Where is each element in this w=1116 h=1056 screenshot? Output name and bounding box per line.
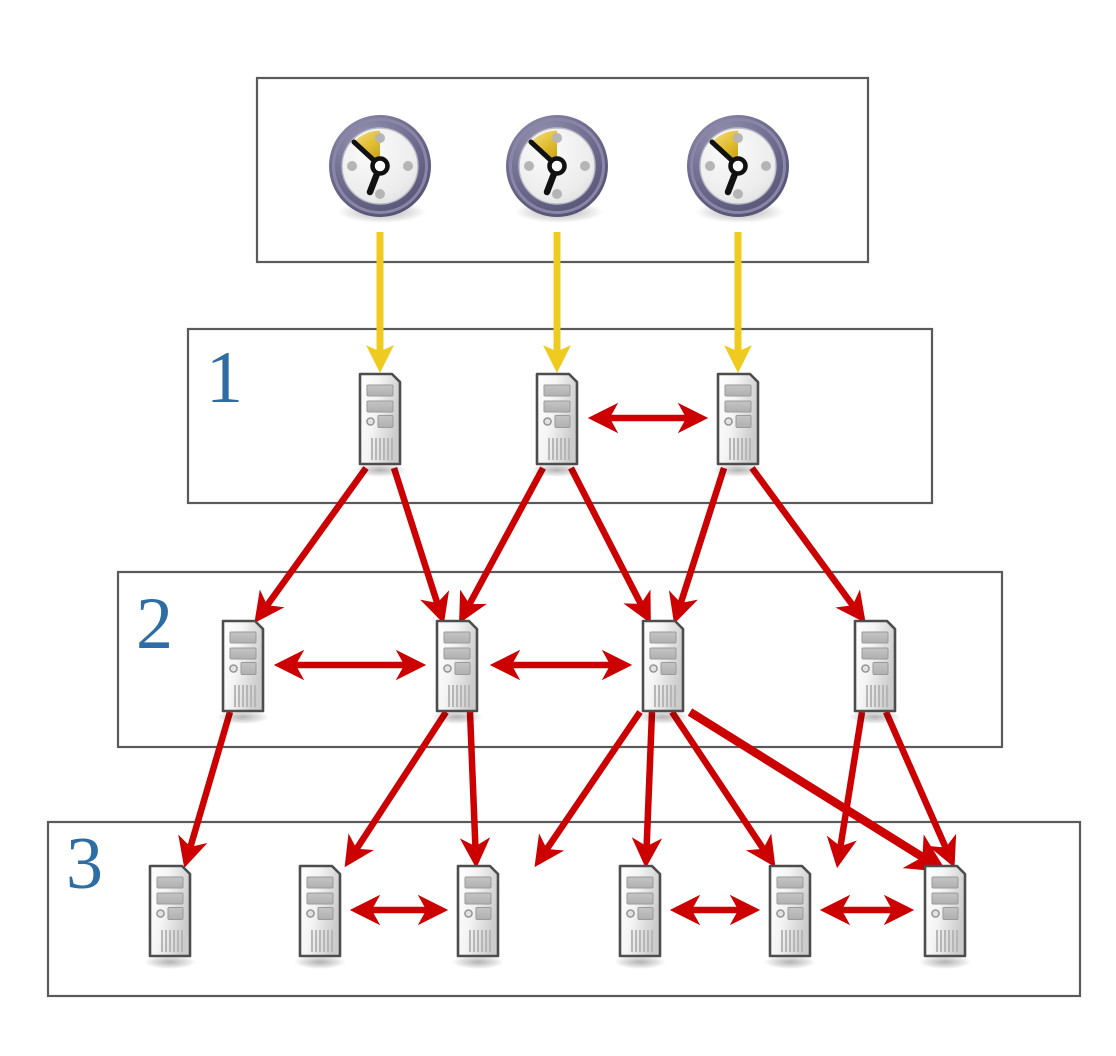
server-icon-s3-1[interactable] — [142, 864, 198, 971]
clock-icon-3 — [687, 115, 789, 223]
stratum-2-servers — [215, 619, 903, 726]
reference-clock-icons — [329, 115, 789, 223]
server-icon-s2-2[interactable] — [429, 619, 485, 726]
server-icon-s3-6[interactable] — [917, 864, 973, 971]
sync-arrow-s2-3-to-s3-6 — [687, 708, 947, 873]
box-stratum-2 — [116, 570, 1004, 749]
sync-arrow-s2-3-to-s3-5 — [669, 710, 776, 868]
server-icon-s3-5[interactable] — [762, 864, 818, 971]
sync-arrow-s2-2-to-s3-3 — [459, 711, 491, 869]
sync-arrows — [178, 466, 957, 873]
sync-arrow-s2-3-to-s3-3 — [534, 710, 643, 868]
tier-label-stratum-3: 3 — [66, 823, 103, 905]
tier-labels: 1 2 3 — [66, 337, 243, 905]
sync-arrow-s1-1-to-s2-1 — [254, 466, 369, 624]
tier-label-stratum-1: 1 — [206, 337, 243, 419]
tier-label-stratum-2: 2 — [136, 583, 173, 665]
sync-arrow-s1-2-to-s2-2 — [459, 466, 546, 624]
sync-arrow-s2-4-to-s3-5 — [826, 711, 866, 869]
sync-arrow-s1-3-to-s2-4 — [749, 466, 866, 623]
sync-arrow-s2-3-to-s3-4 — [631, 711, 663, 869]
server-icon-s1-2[interactable] — [529, 372, 585, 479]
server-icon-s1-1[interactable] — [352, 372, 408, 479]
peer-arrows — [273, 402, 915, 926]
sync-arrow-s2-4-to-s3-6 — [883, 710, 957, 868]
stratum-1-servers — [352, 372, 766, 479]
clock-icon-1 — [329, 115, 431, 223]
sync-arrow-s2-1-to-s3-1 — [178, 711, 234, 868]
clock-icon-2 — [506, 115, 608, 223]
server-icon-s2-3[interactable] — [635, 619, 691, 726]
server-icon-s3-3[interactable] — [450, 864, 506, 971]
sync-arrow-s1-2-to-s2-3 — [568, 466, 651, 624]
server-icon-s3-2[interactable] — [292, 864, 348, 971]
server-icon-s3-4[interactable] — [612, 864, 668, 971]
sync-arrow-s1-3-to-s2-3 — [668, 467, 728, 624]
sync-arrow-s1-1-to-s2-2 — [390, 467, 450, 624]
server-icon-s2-1[interactable] — [215, 619, 271, 726]
server-icon-s1-3[interactable] — [710, 372, 766, 479]
reference-arrows — [366, 232, 752, 373]
server-icon-s2-4[interactable] — [847, 619, 903, 726]
stratum-3-servers — [142, 864, 973, 971]
sync-arrow-s2-2-to-s3-2 — [344, 710, 449, 868]
